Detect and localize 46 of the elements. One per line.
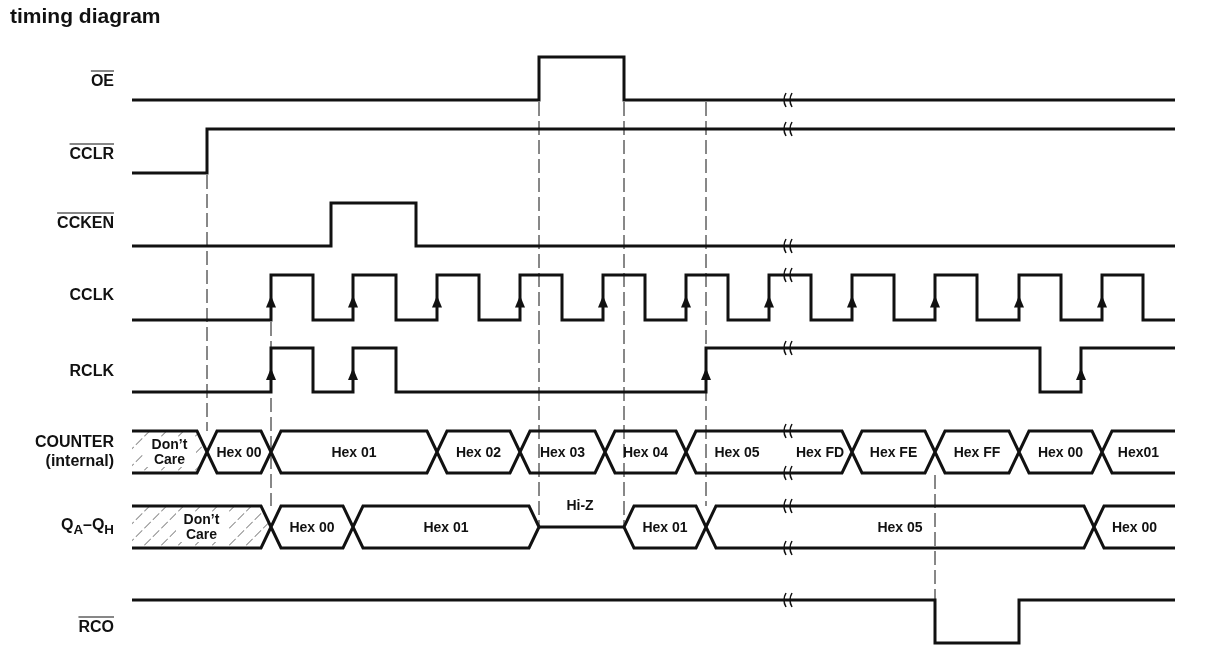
signal-name: Q$_{A}$–Q$_{H}$: [60, 514, 114, 540]
bus-value: Hex 03: [538, 444, 587, 460]
bus-segment: [437, 431, 520, 473]
bus-segment: [624, 506, 706, 548]
signal-name: RCO: [78, 616, 114, 636]
bus-segment: [271, 431, 437, 473]
signal-name: COUNTER (internal): [33, 432, 114, 470]
bus-segment: [788, 431, 852, 473]
bus-value: Hex01: [1116, 444, 1161, 460]
bus-segment: [271, 506, 353, 548]
signal-name: CCLR: [69, 143, 114, 163]
bus-value: Hex 00: [1110, 519, 1159, 535]
signal-name: RCLK: [69, 360, 114, 380]
bus-value: Hex 01: [330, 444, 378, 460]
bus-value: Hex FE: [868, 444, 919, 460]
bus-value: Hex FF: [952, 444, 1002, 460]
bus-value: Hex 00: [1036, 444, 1085, 460]
bus-segment: [852, 431, 935, 473]
bus-value: Don’t Care: [143, 437, 196, 467]
signal-name: CCKEN: [57, 212, 114, 232]
bus-value: Hex FD: [794, 444, 846, 460]
bus-segment: [1019, 431, 1102, 473]
diagram-title: timing diagram: [10, 4, 161, 28]
bus-segment: [132, 506, 271, 548]
signal-name: CCLK: [69, 284, 114, 304]
bus-segment: [1102, 431, 1175, 473]
bus-segment: [686, 431, 788, 473]
bus-value: Hex 01: [422, 519, 470, 535]
bus-value: Hex 00: [288, 519, 336, 535]
bus-value: Hex 05: [713, 444, 761, 460]
bus-segment: [935, 431, 1019, 473]
bus-value: Hex 00: [215, 444, 263, 460]
bus-value: Hex 05: [876, 519, 924, 535]
bus-value: Don’t Care: [175, 512, 228, 542]
bus-value: Hex 01: [641, 519, 689, 535]
bus-segment: [132, 431, 207, 473]
bus-segment: [1094, 506, 1175, 548]
bus-segment: [207, 431, 271, 473]
bus-segment: [520, 431, 605, 473]
bus-value: Hex 04: [621, 444, 670, 460]
bus-segment: [353, 506, 539, 548]
state-label: Hi-Z: [566, 497, 594, 513]
bus-value: Hex 02: [454, 444, 503, 460]
bus-segment: [706, 506, 1094, 548]
signal-name: OE: [90, 70, 114, 90]
bus-segment: [605, 431, 686, 473]
